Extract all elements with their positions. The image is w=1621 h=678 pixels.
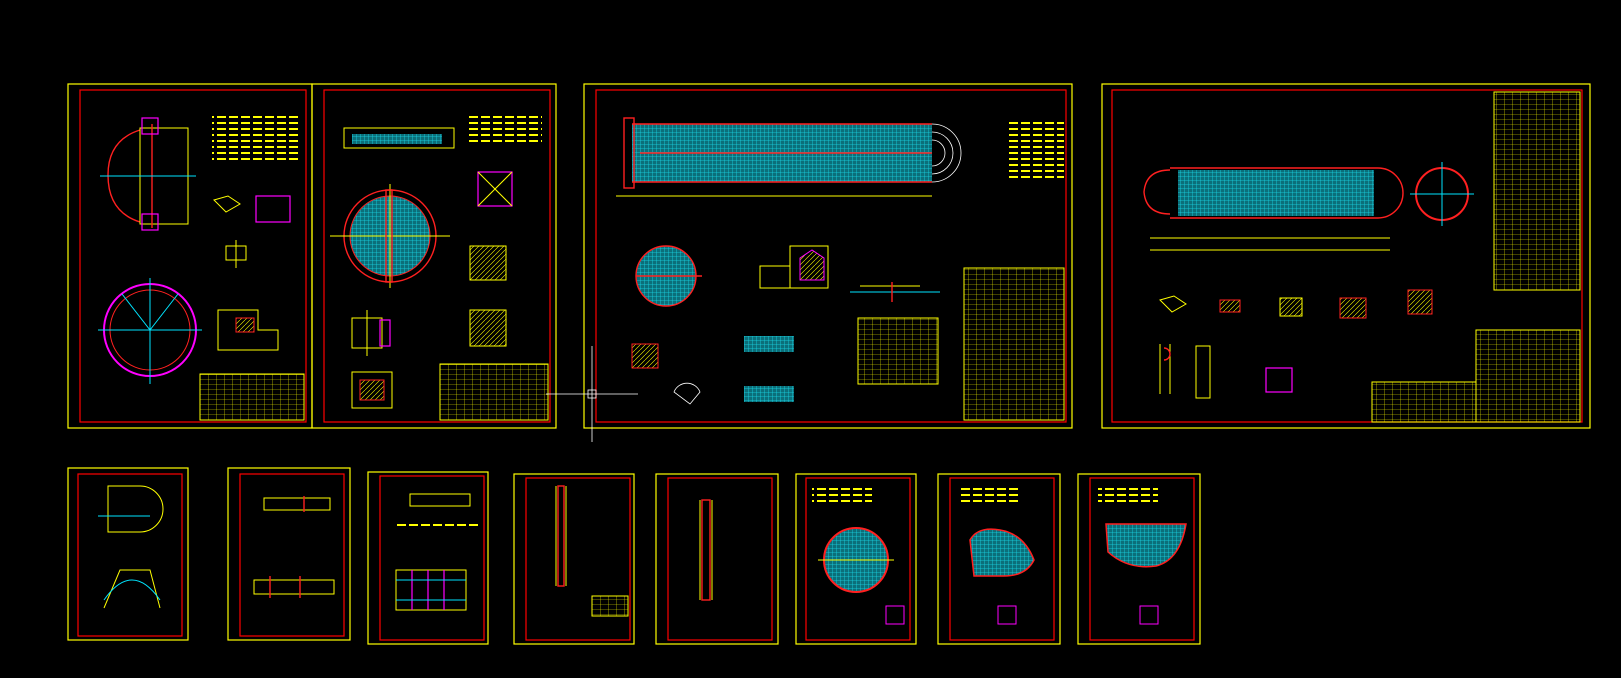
sheet-9-border <box>655 473 779 645</box>
sheet-4-title-block <box>1475 329 1581 423</box>
sheet-3-parts-table <box>857 317 939 385</box>
sheet-6-part[interactable] <box>227 467 351 641</box>
sheet-2-border <box>311 83 557 429</box>
sheet-7-frame <box>379 475 485 641</box>
sheet-11-baffle[interactable] <box>937 473 1061 645</box>
sheet-5-border <box>67 467 189 641</box>
tubesheet-section-hatch <box>352 134 442 144</box>
head-elevation-arc <box>107 129 141 223</box>
sheet-10-baffle[interactable] <box>795 473 917 645</box>
sheet-7-part[interactable] <box>367 471 489 645</box>
sheet-5-part[interactable] <box>67 467 189 641</box>
sheet-12-border <box>1077 473 1201 645</box>
sheet-5-frame <box>77 473 183 637</box>
sheet-1-notes <box>212 114 300 160</box>
sheet-6-border <box>227 467 351 641</box>
sheet-6-frame <box>239 473 345 637</box>
baffle-plate-3 <box>1105 523 1187 568</box>
sheet-4-parts-list <box>1371 381 1477 423</box>
sheet-1-frame <box>79 89 307 423</box>
sheet-12-baffle[interactable] <box>1077 473 1201 645</box>
sheet-9-frame <box>667 477 773 641</box>
sheet-9-part[interactable] <box>655 473 779 645</box>
sheet-12-frame <box>1089 477 1195 641</box>
flange-section <box>217 309 279 351</box>
sheet-2-tubesheet[interactable] <box>311 83 557 429</box>
sheet-4-frame <box>1111 89 1583 423</box>
sheet-8-border <box>513 473 635 645</box>
sheet-8-part[interactable] <box>513 473 635 645</box>
sheet-3-notes <box>1006 118 1064 178</box>
sheet-10-border <box>795 473 917 645</box>
sheet-2-title-block <box>439 363 549 421</box>
sheet-3-title-block <box>963 267 1065 421</box>
sheet-3-frame <box>595 89 1067 423</box>
baffle-plate-2 <box>969 528 1035 577</box>
sheet-8-frame <box>525 477 631 641</box>
sheet-2-frame <box>323 89 551 423</box>
crosshair-cursor-icon <box>546 346 638 442</box>
sheet-1-title-block <box>199 373 305 421</box>
shell-tube-bundle <box>1178 170 1374 216</box>
sheet-4-border <box>1101 83 1591 429</box>
sheet-1-head-detail[interactable] <box>67 83 313 429</box>
sheet-7-border <box>367 471 489 645</box>
sheet-11-frame <box>949 477 1055 641</box>
sheet-10-frame <box>805 477 911 641</box>
sheet-11-border <box>937 473 1061 645</box>
sheet-4-general-assembly[interactable] <box>1101 83 1591 429</box>
sheet-3-border <box>583 83 1073 429</box>
sheet-4-data-table <box>1493 91 1581 291</box>
sheet-3-bundle-assembly[interactable] <box>583 83 1073 429</box>
shell-head <box>1143 169 1171 215</box>
